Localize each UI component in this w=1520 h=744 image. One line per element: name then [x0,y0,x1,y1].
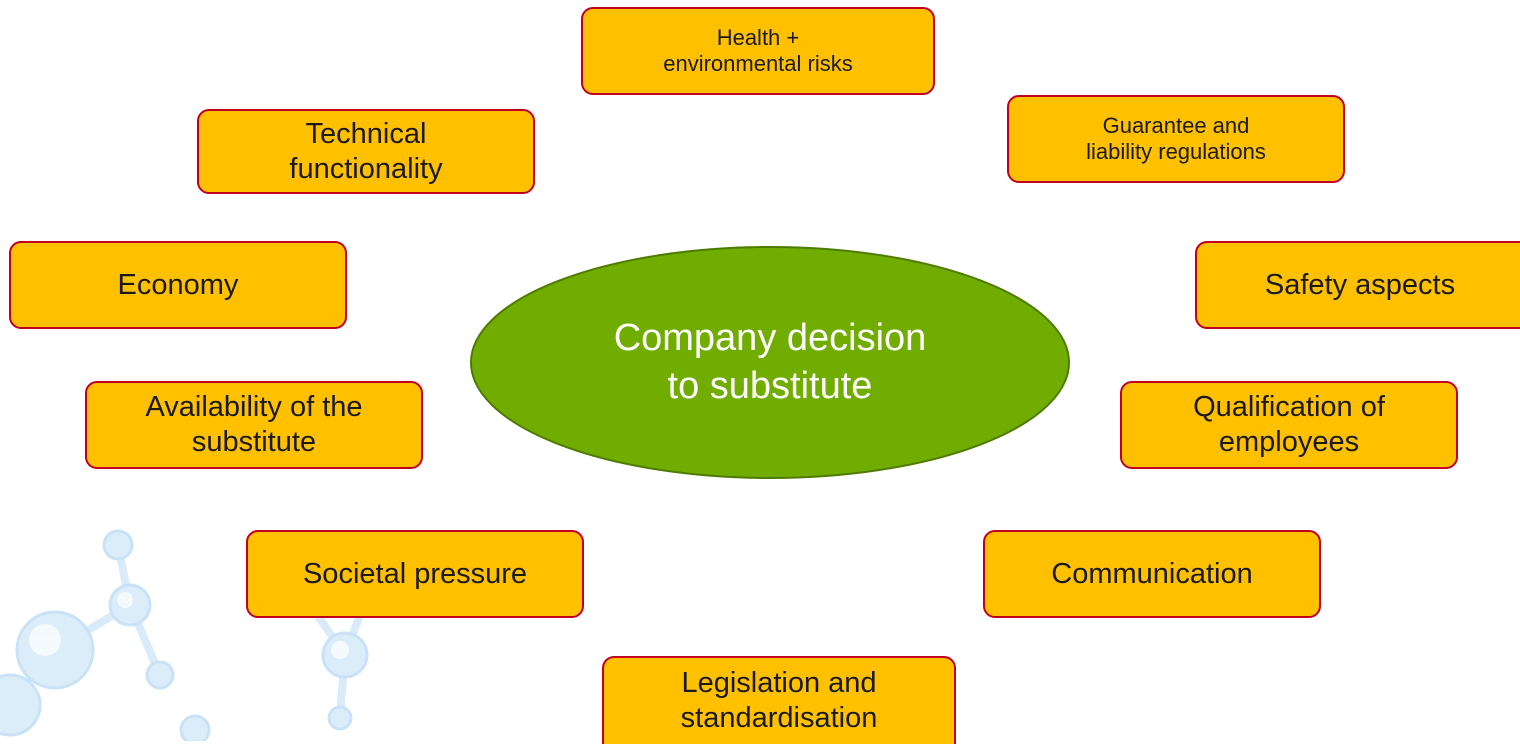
factor-label: Societal pressure [302,557,528,590]
factor-label: Communication [1051,557,1253,590]
central-decision-label: Company decision to substitute [613,317,927,407]
factor-label: Economy [117,268,239,301]
factor-societal-pressure: Societal pressure [246,530,584,618]
factor-guarantee-liability: Guarantee and liability regulations [1007,95,1345,183]
factor-label: Guarantee and liability regulations [1086,112,1266,164]
factor-label: Safety aspects [1264,268,1456,301]
central-ellipse-shape [470,246,1070,479]
factor-technical-functionality: Technical functionality [197,109,535,194]
factor-label: Technical functionality [289,117,443,185]
factor-availability-of-substitute: Availability of the substitute [85,381,423,469]
factor-label: Availability of the substitute [145,391,363,458]
factor-health-environmental-risks: Health + environmental risks [581,7,935,95]
factor-communication: Communication [983,530,1321,618]
factor-legislation-standardisation: Legislation and standardisation [602,656,956,744]
factor-safety-aspects: Safety aspects [1195,241,1520,329]
factor-economy: Economy [9,241,347,329]
central-decision-node: Company decision to substitute [469,245,1071,480]
factor-label: Qualification of employees [1193,391,1385,458]
factor-qualification-of-employees: Qualification of employees [1120,381,1458,469]
factor-label: Legislation and standardisation [680,667,878,734]
factor-label: Health + environmental risks [663,24,853,76]
